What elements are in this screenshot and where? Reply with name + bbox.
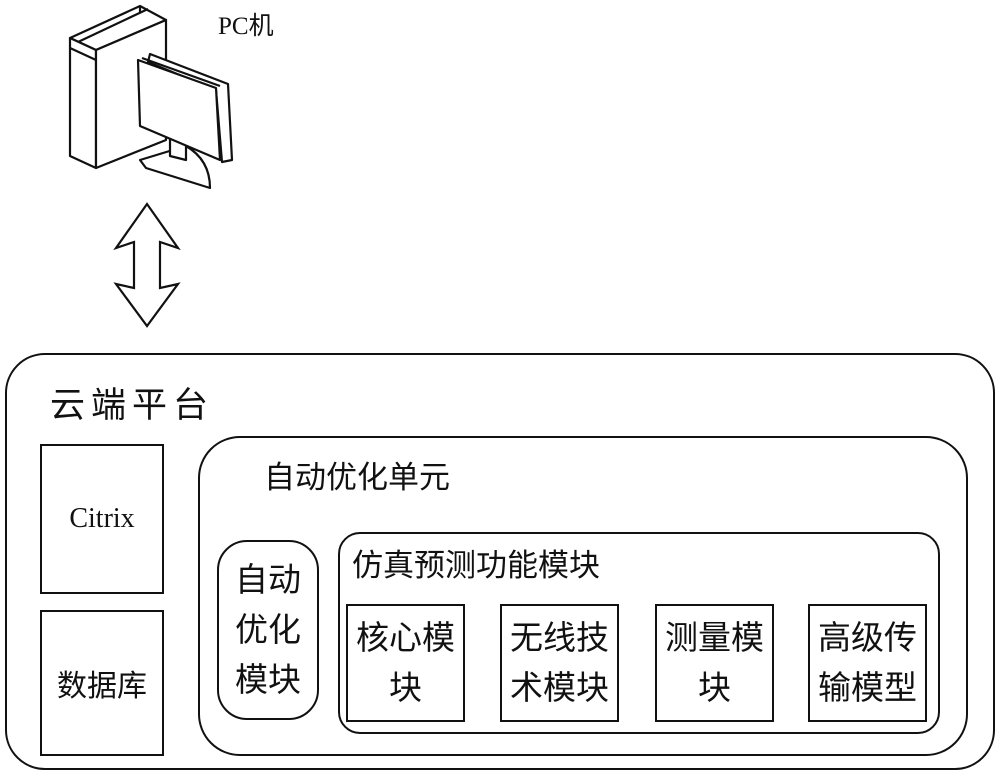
database-box: 数据库 — [40, 610, 164, 756]
measurement-module-box: 测量模 块 — [655, 604, 774, 722]
auto-optimization-unit-title: 自动优化单元 — [264, 460, 450, 496]
wireless-technology-module-line2: 术模块 — [510, 668, 609, 707]
core-module-box: 核心模 块 — [346, 604, 465, 722]
advanced-transmission-model-line2: 输模型 — [818, 668, 917, 707]
auto-optimization-module-line3: 模块 — [235, 660, 301, 699]
bidirectional-arrow-icon — [113, 202, 181, 328]
core-module-line1: 核心模 — [356, 618, 455, 657]
pc-label: PC机 — [218, 13, 274, 40]
auto-optimization-module-line2: 优化 — [235, 610, 301, 649]
wireless-technology-module-line1: 无线技 — [510, 618, 609, 657]
core-module-line2: 块 — [389, 668, 422, 707]
measurement-module-line2: 块 — [698, 668, 731, 707]
desktop-computer-icon — [68, 4, 234, 190]
wireless-technology-module-box: 无线技 术模块 — [500, 604, 619, 722]
database-label: 数据库 — [57, 669, 147, 704]
citrix-box: Citrix — [40, 444, 164, 594]
citrix-label: Citrix — [69, 503, 135, 534]
advanced-transmission-model-line1: 高级传 — [818, 618, 917, 657]
measurement-module-line1: 测量模 — [665, 618, 764, 657]
simulation-prediction-module-title: 仿真预测功能模块 — [352, 548, 600, 584]
auto-optimization-module: 自动 优化 模块 — [217, 540, 319, 720]
advanced-transmission-model-box: 高级传 输模型 — [808, 604, 927, 722]
cloud-platform-title: 云端平台 — [50, 386, 215, 426]
auto-optimization-module-line1: 自动 — [235, 560, 301, 599]
